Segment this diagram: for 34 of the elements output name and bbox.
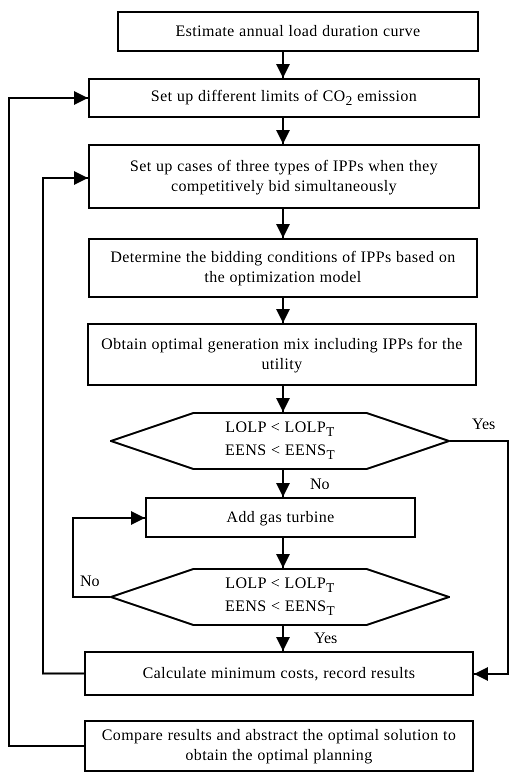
arrow — [276, 52, 290, 78]
process-box — [88, 144, 480, 209]
condition-text: LOLP < LOLP$_{T}$ — [225, 574, 335, 597]
arrow — [42, 171, 88, 674]
arrow — [276, 386, 290, 412]
arrow — [450, 440, 509, 681]
arrow — [8, 91, 88, 747]
condition-text: EENS < EENS$_{T}$ — [225, 441, 335, 464]
process-box — [117, 11, 479, 52]
process-box — [145, 497, 416, 538]
condition-text: LOLP < LOLP$_{T}$ — [225, 418, 335, 441]
process-box — [84, 651, 474, 696]
arrow — [276, 470, 290, 497]
process-box — [88, 238, 478, 298]
condition-text: EENS < EENS$_{T}$ — [225, 597, 335, 620]
decision-hexagon — [110, 412, 450, 470]
step-text: Set up cases of three types of IPPs when they competitively bid simultaneously — [128, 156, 440, 196]
step-text: Calculate minimum costs, record results — [142, 664, 416, 684]
step-text: Add gas turbine — [226, 508, 335, 528]
step-text: Set up different limits of CO$_{2}$ emission — [150, 86, 418, 110]
step-text: Obtain optimal generation mix including IPPs for the utility — [100, 334, 464, 374]
step-text: Compare results and abstract the optimal solution to obtain the optimal planning — [100, 726, 458, 766]
process-box — [84, 720, 474, 772]
step-text: Estimate annual load duration curve — [175, 22, 421, 42]
step-text: Determine the bidding conditions of IPPs based on the optimization model — [109, 248, 457, 288]
arrow — [276, 626, 290, 651]
process-box — [87, 323, 477, 386]
process-box — [88, 78, 480, 118]
arrow — [276, 118, 290, 144]
decision-hexagon — [110, 568, 450, 626]
arrow — [72, 511, 145, 598]
arrow — [276, 298, 290, 323]
arrow — [276, 538, 290, 568]
arrow — [276, 209, 290, 238]
